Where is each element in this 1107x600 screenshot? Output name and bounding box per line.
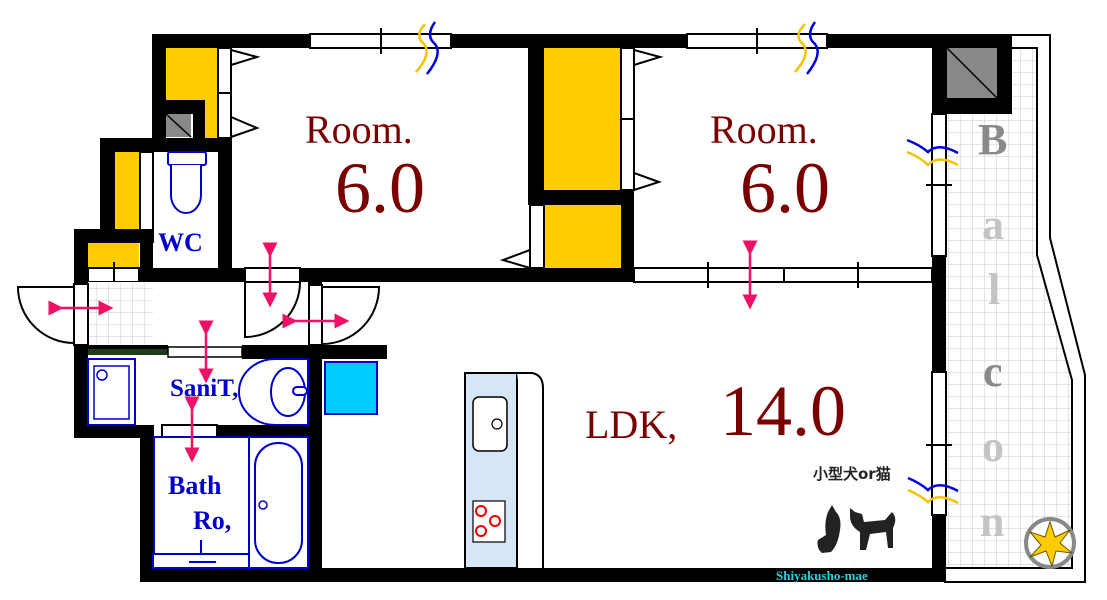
sanitary-label: SaniT, bbox=[170, 375, 239, 402]
dog-silhouette-icon bbox=[850, 508, 896, 550]
balcony-drain-icon bbox=[1024, 517, 1076, 569]
entrance-floor bbox=[88, 282, 153, 345]
double-arrow-icon bbox=[48, 240, 758, 463]
kitchen-sink-icon bbox=[472, 396, 508, 452]
cat-silhouette-icon bbox=[817, 505, 841, 553]
balcony-letter-c: c bbox=[983, 347, 1003, 396]
toilet-icon bbox=[167, 151, 207, 214]
shoe-shelf bbox=[88, 349, 168, 355]
kitchen-counter bbox=[464, 372, 544, 569]
balcony-letter-a: a bbox=[982, 200, 1004, 249]
room1-label: Room. bbox=[305, 107, 413, 152]
ac-vent-icon bbox=[415, 21, 959, 505]
balcony bbox=[944, 34, 1086, 583]
closets bbox=[88, 48, 621, 268]
ldk-size: 14.0 bbox=[720, 371, 846, 451]
walls bbox=[74, 34, 1012, 582]
room1-size: 6.0 bbox=[335, 148, 425, 228]
washer-icon bbox=[324, 361, 378, 415]
wc-label: WC bbox=[158, 228, 203, 257]
room2-size: 6.0 bbox=[740, 148, 830, 228]
ldk-label: LDK, bbox=[585, 402, 678, 447]
balcony-letter-o: o bbox=[982, 422, 1004, 471]
bath-label-line2: Ro, bbox=[193, 506, 232, 535]
balcony-letter-b: B bbox=[978, 115, 1008, 164]
room2-label: Room. bbox=[710, 107, 818, 152]
station-label: Shiyakusho-mae bbox=[776, 568, 868, 583]
window-icon bbox=[309, 28, 952, 516]
balcony-letter-n: n bbox=[980, 497, 1005, 546]
balcony-letter-l: l bbox=[988, 265, 1001, 314]
pet-note: 小型犬or猫 bbox=[813, 465, 891, 483]
closet-door-icons bbox=[87, 47, 664, 288]
bath-label-line1: Bath bbox=[168, 471, 222, 500]
